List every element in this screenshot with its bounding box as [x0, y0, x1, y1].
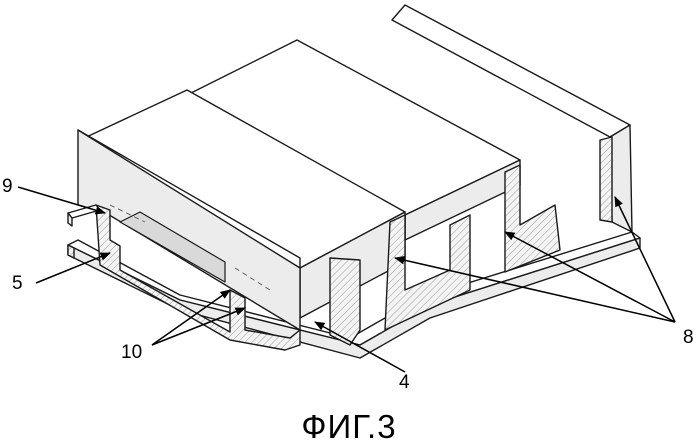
figure-caption: ФИГ.3	[301, 408, 396, 445]
left-flange	[68, 205, 100, 226]
ref-label-8: 8	[683, 327, 694, 348]
ref-label-10: 10	[121, 342, 142, 363]
ref-label-4: 4	[399, 372, 410, 393]
ref-label-5: 5	[12, 273, 23, 294]
leader-8c	[615, 197, 675, 322]
ref-label-9: 9	[2, 176, 13, 197]
